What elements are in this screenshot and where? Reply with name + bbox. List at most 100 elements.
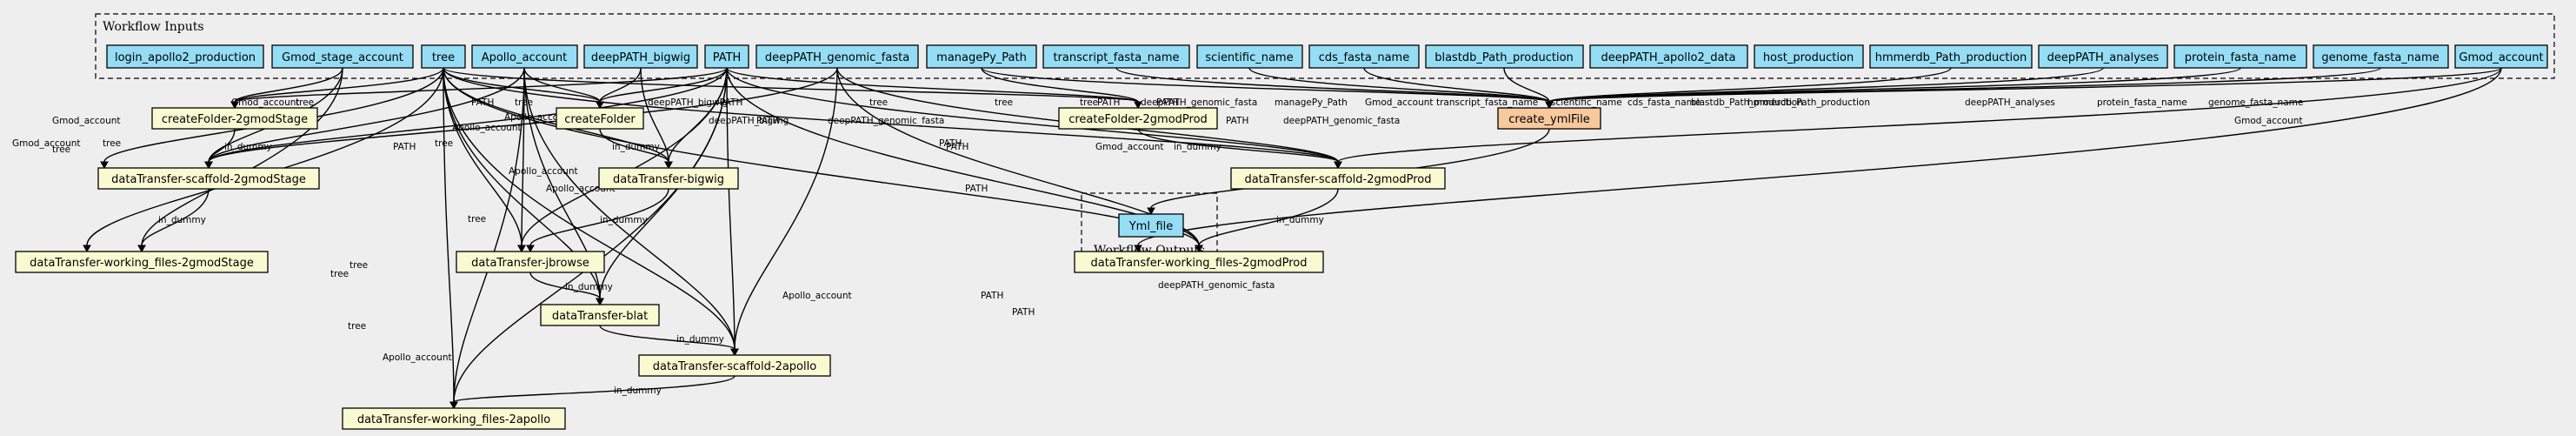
edge-line: [529, 272, 601, 299]
edges: Gmod_accountGmod_accountGmod_accounttree…: [12, 67, 2502, 410]
edge: in_dummy: [1137, 128, 1342, 170]
edge-label: tree: [1080, 97, 1098, 108]
workflow-inputs-label: Workflow Inputs: [103, 20, 204, 34]
edge-label: deepPATH_bigwig: [709, 116, 789, 126]
step-node-datatransfer-working-files-2apollo[interactable]: dataTransfer-working_files-2apollo: [342, 407, 566, 430]
edge-label: PATH: [1097, 97, 1120, 108]
edge: PATH: [517, 67, 968, 253]
node-label: dataTransfer-scaffold-2gmodStage: [111, 173, 306, 186]
node-label: dataTransfer-bigwig: [613, 173, 724, 186]
step-node-datatransfer-blat[interactable]: dataTransfer-blat: [540, 304, 660, 326]
edge-line: [1363, 67, 1550, 103]
output-node-yml-file[interactable]: Yml_file: [1118, 213, 1184, 238]
edge: in_dummy: [137, 188, 210, 253]
node-label: deepPATH_apollo2_data: [1601, 51, 1735, 64]
node-label: tree: [432, 51, 455, 64]
step-node-createfolder-2gmodprod[interactable]: createFolder-2gmodProd: [1058, 107, 1218, 130]
step-node-create-ymlfile[interactable]: create_ymlFile: [1497, 107, 1601, 130]
edge-label: Gmod_account: [1365, 97, 1434, 108]
edge-label: tree: [869, 97, 888, 108]
edge-label: hmmerdb_Path_production: [1747, 97, 1870, 108]
step-node-datatransfer-scaffold-2gmodstage[interactable]: dataTransfer-scaffold-2gmodStage: [97, 167, 320, 190]
edge-line: [726, 67, 1139, 103]
edge-label: PATH: [393, 142, 416, 152]
step-node-createfolder[interactable]: createFolder: [556, 107, 644, 130]
edge: in_dummy: [526, 188, 669, 253]
node-label: hmmerdb_Path_production: [1875, 51, 2027, 64]
input-node-gmod-stage-account[interactable]: Gmod_stage_account: [271, 44, 414, 69]
edge-line: [234, 67, 343, 103]
step-node-datatransfer-jbrowse[interactable]: dataTransfer-jbrowse: [456, 251, 605, 273]
input-node-genome-fasta-name[interactable]: genome_fasta_name: [2313, 44, 2449, 69]
edge-line: [453, 375, 736, 403]
input-node-host-production[interactable]: host_production: [1754, 44, 1864, 69]
edge-arrowhead: [526, 245, 535, 253]
edge-line: [141, 188, 210, 246]
edge-label: in_dummy: [676, 334, 724, 345]
edge-label: in_dummy: [614, 386, 662, 396]
node-label: protein_fasta_name: [2185, 51, 2296, 64]
edge-line: [1198, 188, 1339, 246]
input-node-cds-fasta-name[interactable]: cds_fasta_name: [1308, 44, 1420, 69]
edge-arrowhead: [1545, 101, 1554, 110]
step-node-datatransfer-bigwig[interactable]: dataTransfer-bigwig: [598, 167, 739, 190]
edge-label: deepPATH_genomic_fasta: [1158, 280, 1275, 291]
edge: tree: [443, 67, 1142, 110]
input-node-transcript-fasta-name[interactable]: transcript_fasta_name: [1042, 44, 1190, 69]
input-node-hmmerdb-path-production[interactable]: hmmerdb_Path_production: [1869, 44, 2033, 69]
node-label: dataTransfer-working_files-2gmodProd: [1090, 257, 1307, 270]
edge-label: Gmod_account: [231, 97, 300, 108]
step-node-datatransfer-working-files-2gmodprod[interactable]: dataTransfer-working_files-2gmodProd: [1074, 251, 1324, 273]
node-label: Gmod_account: [2459, 51, 2543, 64]
node-label: cds_fasta_name: [1319, 51, 1409, 64]
input-node-deeppath-analyses[interactable]: deepPATH_analyses: [2038, 44, 2168, 69]
edge: in_dummy: [204, 128, 272, 170]
edge-line: [599, 67, 728, 103]
edge-label: in_dummy: [224, 142, 272, 152]
edge-label: Gmod_account: [1095, 142, 1164, 152]
input-node-tree[interactable]: tree: [421, 44, 466, 69]
edge-label: tree: [349, 260, 368, 271]
input-node-deeppath-apollo2-data[interactable]: deepPATH_apollo2_data: [1589, 44, 1748, 69]
edge: Gmod_account: [1095, 67, 2502, 253]
input-node-protein-fasta-name[interactable]: protein_fasta_name: [2173, 44, 2307, 69]
workflow-inputs-cluster: Workflow Inputs: [95, 13, 2555, 79]
edge-label: protein_fasta_name: [2097, 97, 2187, 108]
input-node-scientific-name[interactable]: scientific_name: [1196, 44, 1303, 69]
edge-label: deepPATH_genomic_fasta: [1283, 116, 1400, 126]
edge: tree: [330, 67, 739, 357]
input-node-path[interactable]: PATH: [704, 44, 749, 69]
edge-line: [208, 67, 728, 163]
edge-arrowhead: [1134, 101, 1142, 110]
edge-line: [726, 67, 1339, 163]
input-node-gmod-account[interactable]: Gmod_account: [2454, 44, 2548, 69]
step-node-datatransfer-scaffold-2apollo[interactable]: dataTransfer-scaffold-2apollo: [638, 354, 831, 377]
edge-line: [86, 67, 444, 246]
input-node-login-apollo2-production[interactable]: login_apollo2_production: [106, 44, 264, 69]
edge: in_dummy: [599, 128, 673, 170]
edge-line: [734, 67, 838, 350]
node-label: Yml_file: [1128, 220, 1174, 233]
step-node-createfolder-2gmodstage[interactable]: createFolder-2gmodStage: [151, 107, 318, 130]
node-label: genome_fasta_name: [2321, 51, 2439, 64]
edge-line: [1137, 128, 1339, 163]
edge-line: [234, 67, 728, 103]
edge-arrowhead: [596, 101, 604, 110]
input-node-deeppath-genomic-fasta[interactable]: deepPATH_genomic_fasta: [755, 44, 919, 69]
input-node-apollo-account[interactable]: Apollo_account: [471, 44, 578, 69]
edge-label: PATH: [946, 142, 968, 152]
edge-line: [726, 67, 736, 350]
edge-arrowhead: [137, 245, 146, 253]
node-label: Gmod_stage_account: [282, 51, 403, 64]
step-node-datatransfer-working-files-2gmodstage[interactable]: dataTransfer-working_files-2gmodStage: [15, 251, 269, 273]
step-node-datatransfer-scaffold-2gmodprod[interactable]: dataTransfer-scaffold-2gmodProd: [1230, 167, 1446, 190]
input-node-managepy-path[interactable]: managePy_Path: [926, 44, 1037, 69]
input-node-deeppath-bigwig[interactable]: deepPATH_bigwig: [583, 44, 698, 69]
node-label: host_production: [1763, 51, 1854, 64]
edge-label: Gmod_account: [2234, 116, 2303, 126]
edge-line: [599, 128, 669, 163]
edge-line: [529, 188, 669, 246]
edge-label: tree: [468, 214, 486, 225]
edge-label: in_dummy: [565, 282, 613, 292]
input-node-blastdb-path-production[interactable]: blastdb_Path_production: [1425, 44, 1584, 69]
